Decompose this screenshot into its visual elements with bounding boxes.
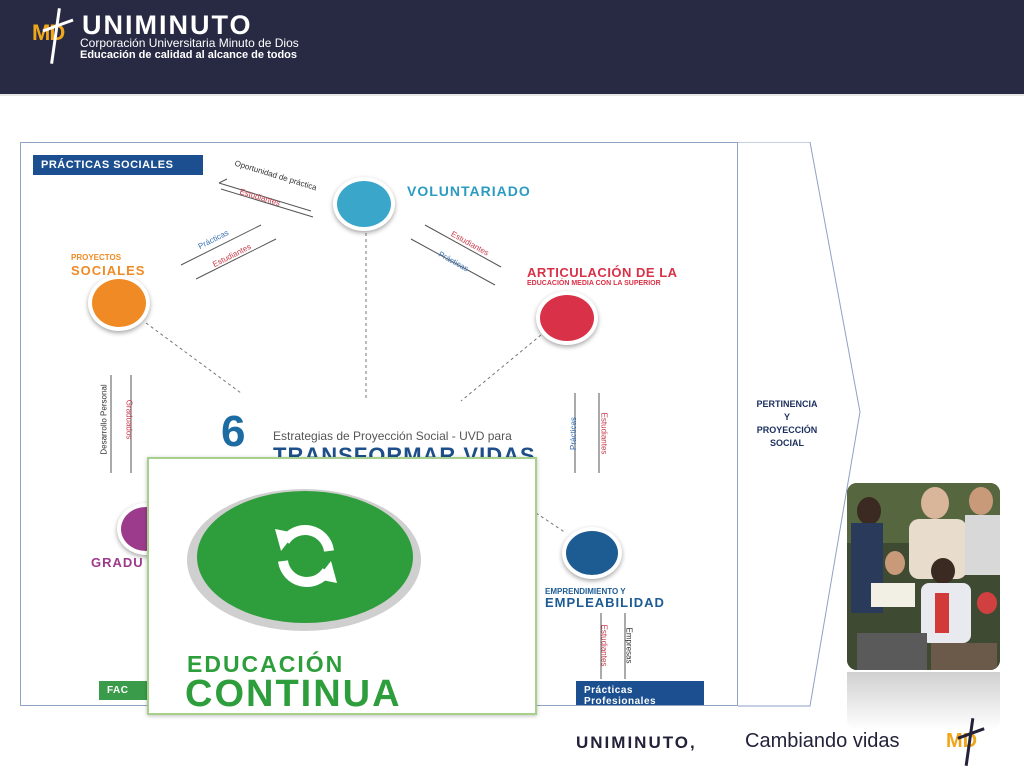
practicas-profesionales-tag: Prácticas Profesionales — [576, 681, 704, 705]
facultades-tag: FAC — [99, 681, 159, 700]
articulacion-icon — [536, 291, 598, 345]
pertinencia-text: PERTINENCIA Y PROYECCIÓN SOCIAL — [746, 398, 828, 450]
label-practicas-emp: Prácticas — [568, 417, 578, 450]
proyectos-label-big: SOCIALES — [71, 263, 146, 278]
label-estudiantes-emp: Estudiantes — [599, 412, 609, 455]
label-empresas: Empresas — [624, 627, 634, 664]
brand-subtitle: Corporación Universitaria Minuto de Dios — [80, 36, 299, 50]
label-estudiantes-prof: Estudiantes — [599, 624, 609, 667]
arrow-practicas-art — [410, 238, 496, 286]
photo-reflection — [847, 672, 1000, 730]
label-graduados: Graduados — [124, 399, 134, 440]
arrow-estudiantes-proy — [195, 238, 277, 280]
sync-icon — [275, 524, 337, 588]
graduados-label: GRADU — [91, 555, 144, 570]
footer-brand: UNIMINUTO, — [576, 733, 697, 752]
dash-art-center — [460, 334, 542, 402]
voluntariado-label: VOLUNTARIADO — [407, 183, 531, 199]
emprendimiento-icon — [562, 527, 622, 579]
pertinencia-line-2: Y — [783, 412, 790, 422]
practicas-sociales-tag: PRÁCTICAS SOCIALES — [33, 155, 203, 175]
proyectos-label-small: PROYECTOS — [71, 253, 122, 262]
six-strategies-text: Estrategias de Proyección Social - UVD p… — [273, 429, 512, 443]
emprendimiento-label-big: EMPLEABILIDAD — [545, 595, 665, 610]
community-photo — [847, 483, 1000, 670]
articulacion-label-small: EDUCACIÓN MEDIA CON LA SUPERIOR — [527, 280, 661, 287]
pertinencia-arrow-panel — [738, 142, 861, 707]
footer-tagline: Cambiando vidas — [745, 730, 900, 752]
voluntariado-icon — [333, 177, 395, 231]
educacion-label: EDUCACIÓN — [187, 651, 345, 677]
brand-slogan: Educación de calidad al alcance de todos — [80, 49, 298, 61]
label-desarrollo: Desarrollo Personal — [99, 384, 109, 455]
six-number: 6 — [221, 407, 246, 456]
arrow-estudiantes-vol — [220, 188, 314, 218]
arrow-practicas-proy — [180, 224, 262, 266]
proyectos-sociales-icon — [88, 275, 150, 331]
pertinencia-line-1: PERTINENCIA — [756, 399, 818, 409]
edu-disc — [197, 491, 413, 623]
emprendimiento-label-small: EMPRENDIMIENTO Y — [545, 587, 626, 596]
arrow-oportunidad — [218, 182, 312, 212]
dash-proy-center — [145, 322, 242, 394]
header-bar: MD UNIMINUTO Corporación Universitaria M… — [0, 0, 1024, 94]
educacion-continua-card: EDUCACIÓN CONTINUA — [147, 457, 537, 715]
pertinencia-line-4: SOCIAL — [769, 438, 804, 448]
brand-name: UNIMINUTO — [82, 10, 253, 40]
uniminuto-logo: MD — [30, 6, 78, 64]
continua-label: CONTINUA — [185, 673, 402, 715]
header-divider — [0, 94, 1024, 96]
arrow-estudiantes-art — [424, 224, 502, 268]
articulacion-label-big: ARTICULACIÓN DE LA — [527, 265, 678, 280]
pertinencia-line-3: PROYECCIÓN — [756, 425, 818, 435]
connector-lines — [110, 178, 626, 679]
footer-logo: MD — [944, 718, 994, 768]
